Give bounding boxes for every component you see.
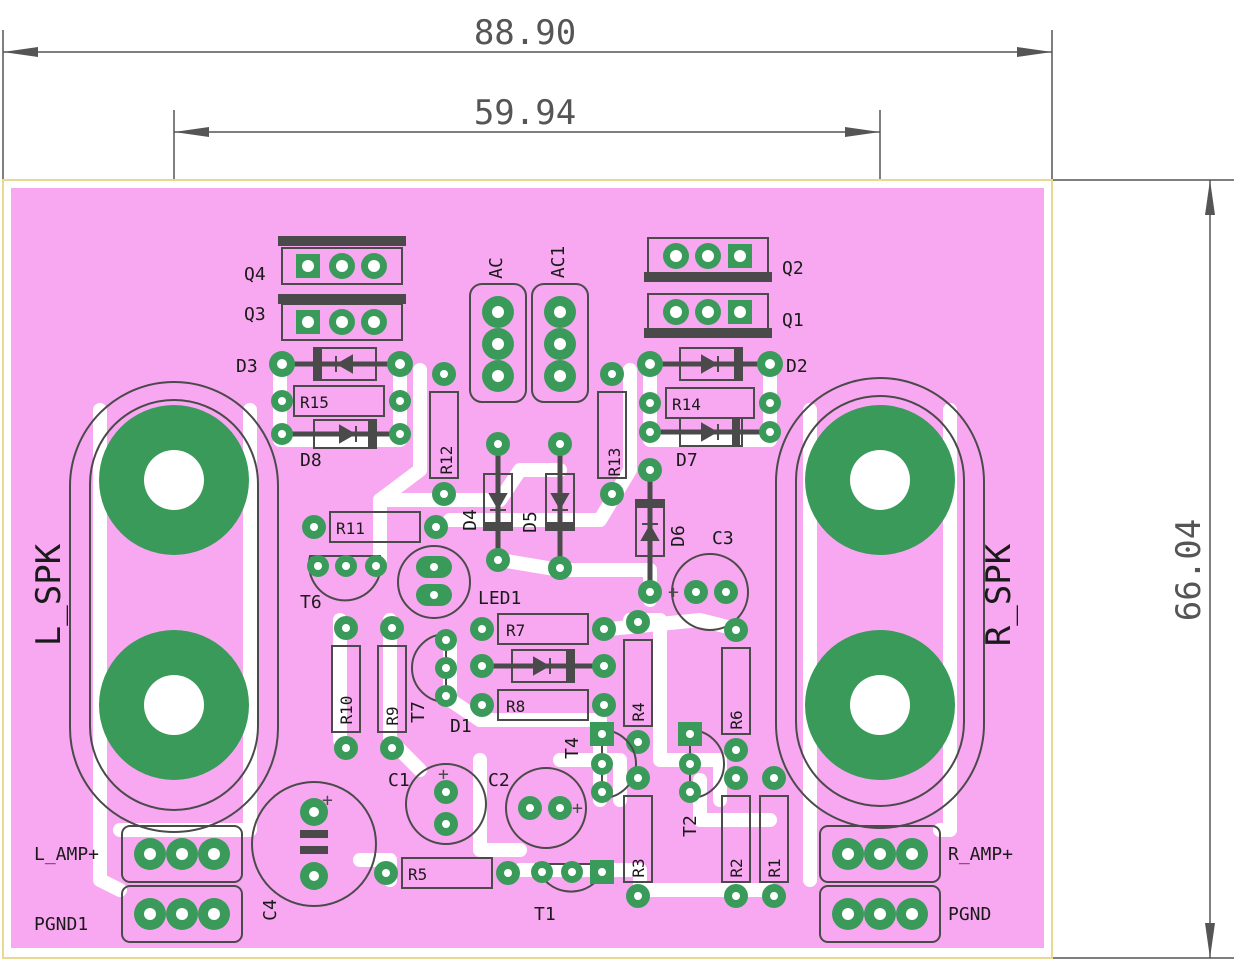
label-d4: D4: [460, 509, 481, 531]
label-c4: C4: [260, 899, 281, 921]
label-r6: R6: [727, 710, 746, 729]
diode-d5: [545, 432, 575, 580]
label-ac1: AC1: [548, 246, 569, 279]
resistor-r15: [271, 385, 411, 417]
transistor-t2: [678, 722, 725, 803]
label-r8: R8: [506, 697, 525, 716]
label-r9: R9: [383, 706, 402, 725]
svg-text:+: +: [572, 798, 583, 819]
label-r1: R1: [765, 858, 784, 877]
transistor-q3: [278, 294, 406, 341]
label-l-amp: L_AMP+: [34, 844, 99, 865]
speaker-l-connector: [69, 381, 279, 833]
label-d2: D2: [786, 356, 808, 377]
diode-d8: [271, 419, 411, 449]
label-q4: Q4: [244, 264, 266, 285]
label-t1: T1: [534, 904, 556, 925]
label-ac: AC: [486, 257, 507, 279]
label-r3: R3: [629, 858, 648, 877]
label-d7: D7: [676, 450, 698, 471]
label-r11: R11: [336, 519, 365, 538]
diode-d1: [470, 649, 616, 683]
resistor-r4: [623, 610, 653, 754]
resistor-r3: [623, 766, 653, 908]
resistor-r13: [597, 362, 627, 506]
dim-board-width: 88.90: [474, 13, 576, 53]
label-d8: D8: [300, 450, 322, 471]
label-d3: D3: [236, 356, 258, 377]
label-r12: R12: [437, 446, 456, 475]
diode-d7: [639, 417, 781, 447]
transistor-q2: [644, 237, 772, 282]
led-led1: [397, 545, 471, 619]
label-c2: C2: [488, 770, 510, 791]
diode-d6: [635, 458, 665, 604]
resistor-r5: [374, 857, 520, 889]
label-r-amp: R_AMP+: [948, 844, 1013, 865]
label-l-spk: L_SPK: [29, 543, 69, 646]
label-d6: D6: [668, 525, 689, 547]
label-q3: Q3: [244, 304, 266, 325]
resistor-r11: [302, 511, 448, 543]
label-t6: T6: [300, 592, 322, 613]
label-d1: D1: [450, 716, 472, 737]
label-pgnd1: PGND1: [34, 914, 88, 935]
capacitor-c2: +: [505, 767, 587, 849]
capacitor-c1: +: [405, 763, 487, 845]
transistor-q4: [278, 236, 406, 285]
capacitor-c4: +: [251, 781, 377, 907]
svg-text:+: +: [668, 582, 679, 603]
connector-ac1: [531, 283, 589, 403]
label-c1: C1: [388, 770, 410, 791]
connector-r-amp: [819, 825, 941, 883]
label-t7: T7: [408, 701, 429, 723]
label-d5: D5: [520, 511, 541, 533]
diode-d3: [269, 347, 413, 381]
label-r4: R4: [629, 702, 648, 721]
label-q2: Q2: [782, 258, 804, 279]
label-r15: R15: [300, 393, 329, 412]
svg-text:+: +: [322, 790, 333, 811]
label-led1: LED1: [478, 588, 521, 609]
transistor-t6: [307, 555, 387, 602]
label-pgnd: PGND: [948, 904, 991, 925]
diode-d4: [483, 432, 513, 572]
label-t4: T4: [562, 737, 583, 759]
label-r2: R2: [727, 858, 746, 877]
connector-l-amp: [121, 825, 243, 883]
resistor-r10: [331, 616, 361, 760]
transistor-t7: [411, 629, 457, 707]
svg-text:+: +: [438, 764, 449, 785]
capacitor-c3: +: [668, 553, 749, 631]
dim-board-height: 66.04: [1169, 519, 1209, 621]
transistor-t4: [590, 722, 637, 803]
label-r10: R10: [337, 696, 356, 725]
resistor-r6: [721, 618, 751, 762]
label-r5: R5: [408, 865, 427, 884]
label-t2: T2: [680, 815, 701, 837]
resistor-r1: [759, 766, 789, 908]
resistor-r8: [470, 689, 616, 721]
label-q1: Q1: [782, 310, 804, 331]
resistor-r9: [377, 616, 407, 760]
dim-inner-width: 59.94: [474, 93, 576, 133]
transistor-t1: [531, 860, 614, 893]
label-r13: R13: [605, 448, 624, 477]
label-r7: R7: [506, 621, 525, 640]
speaker-r-connector: [775, 377, 985, 829]
diode-d2: [637, 347, 783, 381]
connector-pgnd: [819, 885, 941, 943]
label-c3: C3: [712, 528, 734, 549]
resistor-r12: [429, 362, 459, 506]
dimension-arrows: [3, 47, 1215, 958]
transistor-q1: [644, 293, 772, 338]
label-r14: R14: [672, 395, 701, 414]
connector-ac: [469, 283, 527, 403]
resistor-r7: [470, 613, 616, 645]
connector-pgnd1: [121, 885, 243, 943]
resistor-r2: [721, 766, 751, 908]
label-r-spk: R_SPK: [979, 543, 1019, 646]
